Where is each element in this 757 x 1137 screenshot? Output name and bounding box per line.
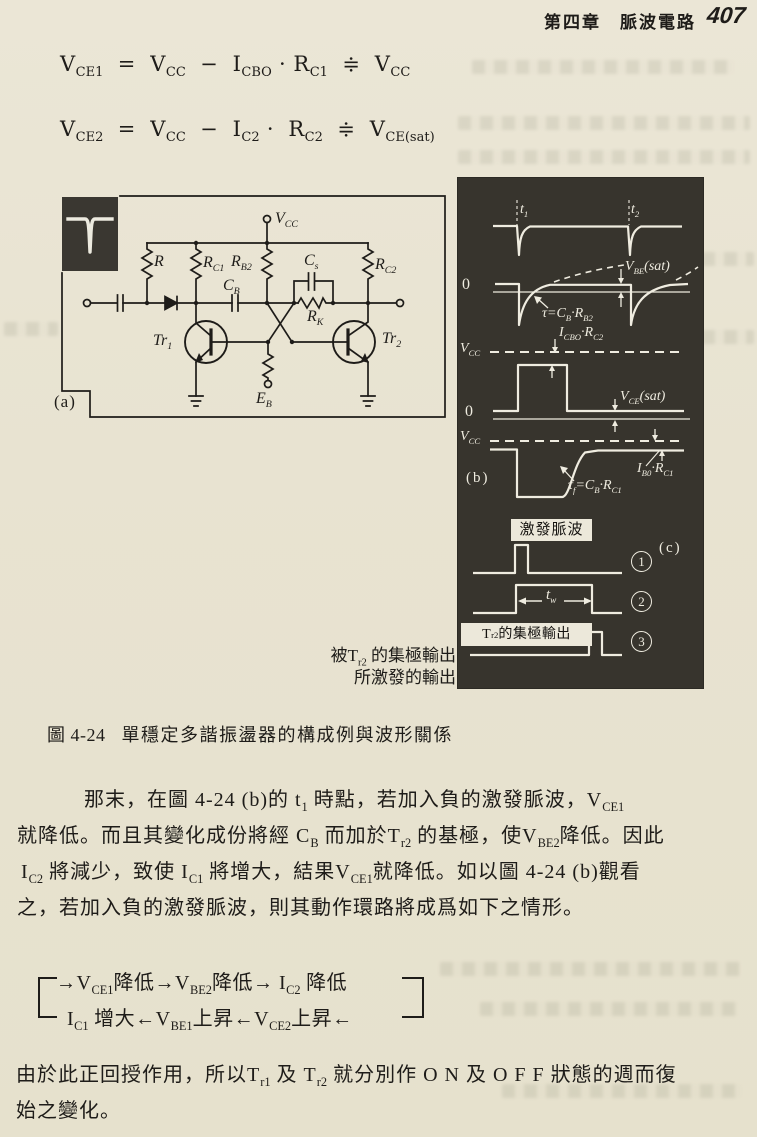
- side-caption-line1: 被Tr2 的集極輸出: [330, 646, 456, 669]
- loop-row-top: →VCE1降低→VBE2降低→ IC2 降低: [56, 972, 348, 997]
- bleedthrough-smudge: [702, 252, 754, 266]
- body-p1-line2: 就降低。而且其變化成份將經 CB 而加於Tr2 的基極，使VBE2降低。因此: [17, 825, 665, 850]
- label-vbe-sat: VBE(sat): [625, 259, 670, 276]
- bleedthrough-smudge: [472, 60, 734, 74]
- body-p1-line3: IC2 將減少，致使 IC1 將增大，結果VCE1就降低。如以圖 4-24 (b…: [21, 861, 641, 886]
- circled-number-3: 3: [631, 631, 652, 652]
- bleedthrough-smudge: [4, 322, 58, 336]
- circled-number-1: 1: [631, 551, 652, 572]
- label-vcc: VCC: [275, 210, 298, 231]
- label-tr1: Tr1: [153, 332, 173, 353]
- label-cs: Cs: [304, 252, 319, 273]
- waveform-side-caption: 被Tr2 的集極輸出 所激發的輸出: [258, 645, 456, 689]
- label-tr2: Tr2: [382, 330, 402, 351]
- bleedthrough-smudge: [458, 116, 750, 130]
- loop-bracket-left: [38, 977, 57, 1018]
- figure-title: 單穩定多諧振盪器的構成例與波形關係: [121, 725, 453, 745]
- label-rc1: RC1: [203, 254, 225, 275]
- label-t2: t2: [631, 202, 640, 219]
- label-vce-sat: VCE(sat): [620, 389, 666, 406]
- label-tw: tw: [546, 587, 557, 606]
- circled-number-2: 2: [631, 591, 652, 612]
- circuit-schematic-drawing: [61, 195, 446, 418]
- bleedthrough-smudge: [702, 330, 754, 344]
- figure-number: 圖 4-24: [47, 725, 106, 745]
- loop-bracket-right: [402, 977, 424, 1018]
- label-t1: t1: [520, 202, 529, 219]
- label-rk: RK: [307, 308, 324, 329]
- body-p2-line2: 始之變化。: [16, 1100, 121, 1122]
- loop-row-bottom: IC1 增大←VBE1上昇←VCE2上昇←: [67, 1008, 353, 1033]
- label-rb2: RB2: [231, 253, 252, 274]
- label-zero-2: 0: [465, 403, 473, 420]
- label-icbo-rc2: ICBO·RC2: [559, 325, 604, 342]
- label-tau: τ=CB·RB2: [542, 306, 593, 323]
- subfigure-label-b: (b): [466, 470, 490, 486]
- waveform-traces: [470, 200, 699, 657]
- figure-caption: 圖 4-24 單穩定多諧振盪器的構成例與波形關係: [47, 721, 453, 747]
- label-zero-1: 0: [462, 276, 470, 293]
- label-eb: EB: [256, 390, 272, 411]
- bleedthrough-smudge: [440, 962, 740, 976]
- body-p2-line1: 由於此正回授作用，所以Tr1 及 Tr2 就分別作 O N 及 O F F 狀態…: [16, 1064, 677, 1089]
- body-p1-line4: 之，若加入負的激發脈波，則其動作環路將成爲如下之情形。: [17, 897, 584, 919]
- bleedthrough-smudge: [502, 1084, 742, 1098]
- figure-circuit-a: VCC R RC1 RB2 Cs RC2 CB RK Tr1 Tr2 EB (a…: [30, 192, 455, 428]
- bleedthrough-smudge: [458, 150, 750, 164]
- chapter-header: 第四章 脈波電路: [544, 13, 696, 32]
- subfigure-label-c: (c): [659, 540, 682, 556]
- bleedthrough-smudge: [480, 1002, 738, 1016]
- equation-vce1: VCE1 = VCC − ICBO · RC1 ≑ VCC: [60, 52, 411, 81]
- label-vcc-c: VCC: [460, 429, 481, 446]
- figure-waveform-panel: t1 t2 0 VBE(sat) τ=CB·RB2 VCC ICBO·RC2 V…: [458, 178, 703, 688]
- label-rc2: RC2: [375, 256, 397, 277]
- label-tau-f: τf=CB·RC1: [568, 478, 622, 495]
- label-ib0-rc1: IB0·RC1: [637, 461, 674, 478]
- label-vcc-b: VCC: [460, 341, 481, 358]
- label-r: R: [154, 253, 164, 270]
- page-number: 407: [705, 2, 747, 28]
- side-caption-line2: 所激發的輸出: [354, 668, 456, 687]
- subfigure-label-a: (a): [54, 392, 76, 411]
- label-cb: CB: [223, 277, 240, 298]
- equation-vce2: VCE2 = VCC − IC2 · RC2 ≑ VCE(sat): [60, 117, 435, 146]
- body-p1-line1: 那末，在圖 4-24 (b)的 t1 時點，若加入負的激發脈波，VCE1: [84, 789, 625, 814]
- trigger-pulse-label-box: 激發脈波: [511, 519, 592, 541]
